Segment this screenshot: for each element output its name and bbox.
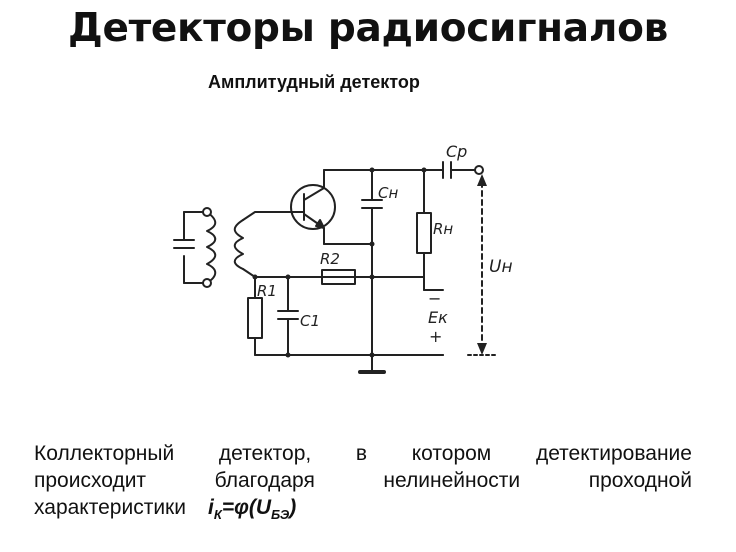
page-subtitle: Амплитудный детектор (208, 72, 420, 92)
voltage-uh-arrow (467, 174, 497, 356)
label-plus: + (429, 327, 442, 346)
description-line-3: характеристики iК=φ(UБЭ) (34, 494, 692, 528)
capacitor-c1 (277, 276, 299, 356)
supply-ek (423, 289, 444, 356)
label-rh: Rн (433, 220, 453, 238)
label-minus: − (428, 289, 441, 308)
page-title: Детекторы радиосигналов (68, 6, 668, 51)
label-uh: Uн (489, 257, 513, 277)
input-tank-circuit (173, 207, 217, 288)
resistor-r2 (287, 269, 425, 285)
formula: iК=φ(UБЭ) (207, 496, 297, 523)
description-line-2: происходит благодаря нелинейности проход… (34, 469, 692, 492)
label-r2: R2 (320, 250, 340, 268)
description-line-1: Коллекторный детектор, в котором детекти… (34, 442, 692, 465)
description-text: Коллекторный детектор, в котором детекти… (34, 440, 692, 528)
capacitor-ch (361, 169, 383, 245)
label-r1: R1 (257, 282, 277, 300)
transistor (290, 169, 336, 245)
label-cp: Cр (446, 142, 467, 161)
label-c1: C1 (300, 312, 320, 330)
capacitor-cp (442, 161, 484, 179)
resistor-r1 (247, 276, 263, 356)
label-ch: Cн (378, 184, 398, 202)
label-ek: Eк (428, 308, 448, 327)
resistor-rh (416, 169, 432, 291)
